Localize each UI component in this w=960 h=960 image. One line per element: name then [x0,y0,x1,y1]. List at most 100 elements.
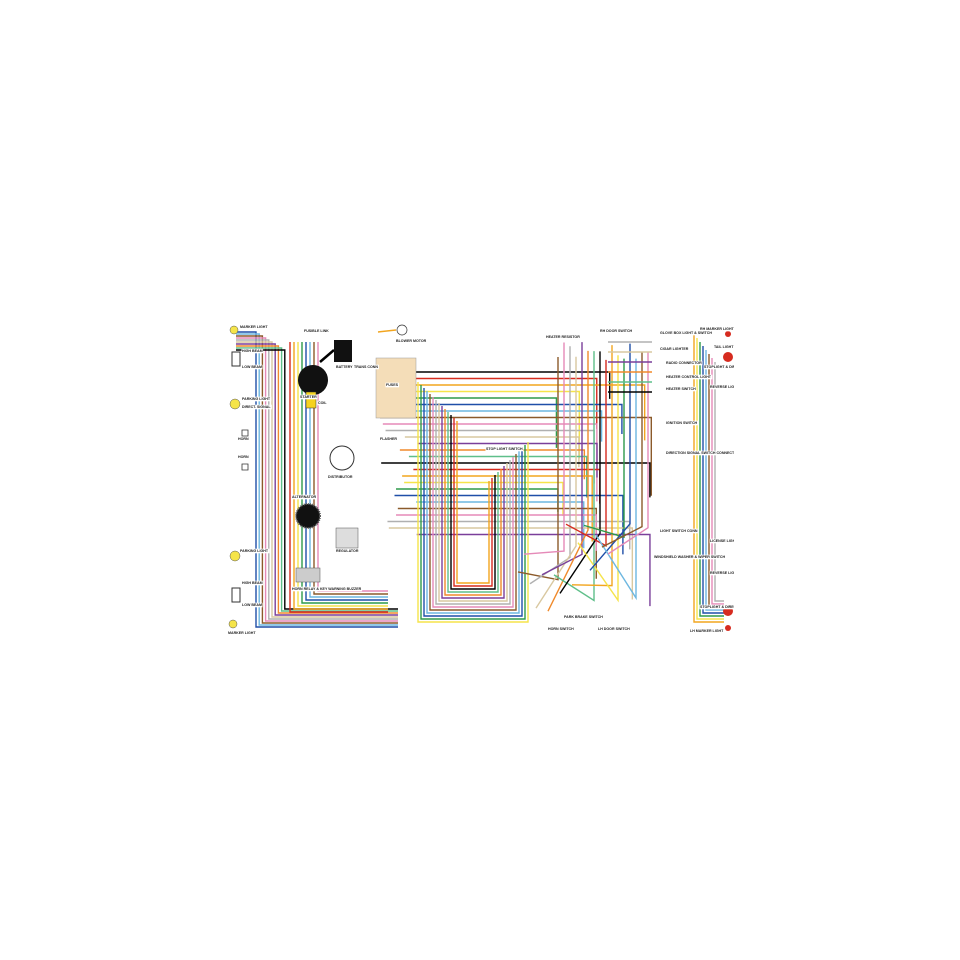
coil-icon [305,391,317,409]
wire [236,347,398,612]
label-high-beam-r: HIGH BEAM [242,581,263,585]
label-starter: STARTER [300,395,317,399]
rf-marker-light [228,619,238,629]
wire [394,390,580,459]
wire [404,397,558,448]
horn-relay-icon [295,567,321,583]
battery-icon [334,340,352,362]
wire [381,462,651,498]
wire [529,346,571,585]
labels: MARKER LIGHT HIGH BEAM LOW BEAM PARKING LIG… [228,324,734,636]
label-heater-control-light: HEATER CONTROL LIGHT [666,375,712,379]
rf-headlight-icon [231,587,241,603]
wire [429,394,517,611]
wire [523,342,565,555]
wire [416,501,585,549]
wire [708,354,724,608]
wire [583,358,625,539]
wire [535,356,577,609]
lf-marker-light [229,325,239,335]
label-rh-marker: RH MARKER LIGHT [700,327,734,331]
label-cigar-lighter: CIGAR LIGHTER [660,347,689,351]
wire [435,400,511,605]
distributor-icon [329,445,355,471]
label-stoplight-r: STOPLIGHT & DIRECTIONAL SIGNAL [704,365,734,369]
label-blower-motor: BLOWER MOTOR [396,339,427,343]
label-light-switch-conn: LIGHT SWITCH CONN [660,529,698,533]
wire [696,338,724,620]
wire [236,339,398,620]
wire [447,412,499,593]
wire [441,406,505,599]
lh-marker-light [725,625,731,631]
label-rh-door-switch: RH DOOR SWITCH [600,329,633,333]
label-license-light: LICENSE LIGHT [710,539,734,543]
label-battery: BATTERY [336,365,353,369]
wire [699,342,724,617]
label-dir-signal-l: DIRECT. SIGNAL [242,405,271,409]
label-tail-light: TAIL LIGHT [714,345,734,349]
wire [693,334,724,623]
label-reverse-light-r: REVERSE LIGHT [710,385,734,389]
regulator-icon [335,527,359,549]
label-parking-r: PARKING LIGHT [240,549,269,553]
wire [236,341,398,618]
wire [450,415,496,590]
label-reverse-light-l: REVERSE LIGHT [710,571,734,575]
rh-marker-light [725,331,731,337]
label-horn-2: HORN [238,455,249,459]
label-lf-marker: MARKER LIGHT [240,325,268,329]
label-horn-switch: HORN SWITCH [548,627,574,631]
label-low-beam-r: LOW BEAM [242,603,262,607]
label-fusible-link: FUSIBLE LINK [304,329,329,333]
label-ignition-switch: IGNITION SWITCH [666,421,698,425]
wire [319,349,335,363]
wire [309,342,388,598]
label-rf-marker: MARKER LIGHT [228,631,256,635]
wire [607,351,649,555]
label-lh-door-switch: LH DOOR SWITCH [598,627,630,631]
wire [453,418,493,587]
wire [408,455,588,498]
blower-motor-icon [396,324,408,336]
wire [236,333,398,626]
label-park-brake-switch: PARK BRAKE SWITCH [564,615,603,619]
label-wiper-switch: WINDSHIELD WASHER & WIPER SWITCH [654,555,725,559]
tail-light [723,352,733,362]
wire [420,385,526,620]
wire [547,350,589,612]
wire [305,342,388,601]
components [228,324,733,631]
label-low-beam-l: LOW BEAM [242,365,262,369]
label-glove-box: GLOVE BOX LIGHT & SWITCH [660,331,712,335]
wire [577,355,619,603]
wire [559,351,601,594]
fuse-block [375,357,417,419]
wire [387,403,623,434]
wire [400,410,603,442]
wire [423,388,523,617]
wire [381,384,646,441]
wire [589,343,631,571]
label-alternator: ALTERNATOR [292,495,317,499]
wire [236,345,398,614]
wire [388,527,634,600]
wire [456,421,490,584]
wire [432,397,514,608]
wire [236,331,398,628]
wire [444,409,502,596]
label-parking-l: PARKING LIGHT [242,397,271,401]
wire [702,346,724,614]
label-fuses: FUSES [386,383,399,387]
label-distributor: DISTRIBUTOR [328,475,353,479]
label-regulator: REGULATOR [336,549,359,553]
label-flasher: FLASHER [380,437,397,441]
label-coil: COIL [318,401,327,405]
label-high-beam-l: HIGH BEAM [242,349,263,353]
wire [426,391,520,614]
wire [297,342,388,607]
wire [404,481,564,516]
rf-parking-light [229,550,241,562]
wire [236,337,398,622]
wire [517,356,559,581]
